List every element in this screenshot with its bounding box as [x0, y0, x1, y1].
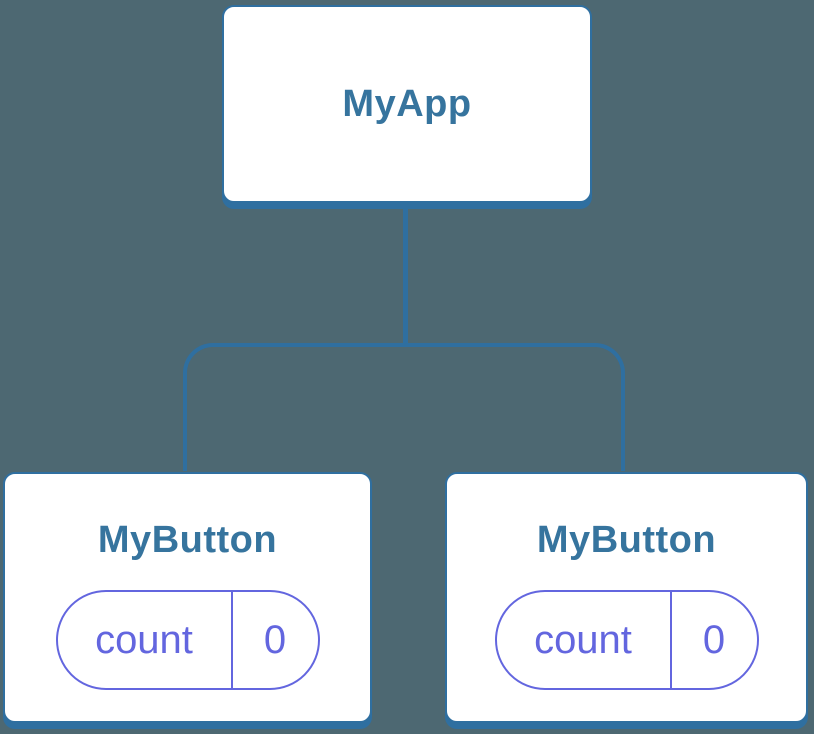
state-value: 0 [702, 617, 726, 662]
connector-root-stem [403, 206, 408, 346]
node-mybutton-2-label: MyButton [536, 519, 717, 561]
node-mybutton-2: MyButton count 0 [445, 472, 808, 723]
node-mybutton-1: MyButton count 0 [3, 472, 372, 723]
state-pill-1: count 0 [55, 590, 320, 690]
connector-branch-bracket [183, 343, 625, 471]
node-mybutton-1-label: MyButton [97, 519, 278, 561]
node-myapp: MyApp [222, 5, 592, 203]
state-pill-2: count 0 [494, 590, 759, 690]
node-myapp-label: MyApp [342, 83, 472, 125]
state-value: 0 [263, 617, 287, 662]
state-key: count [58, 592, 233, 688]
state-key: count [497, 592, 672, 688]
